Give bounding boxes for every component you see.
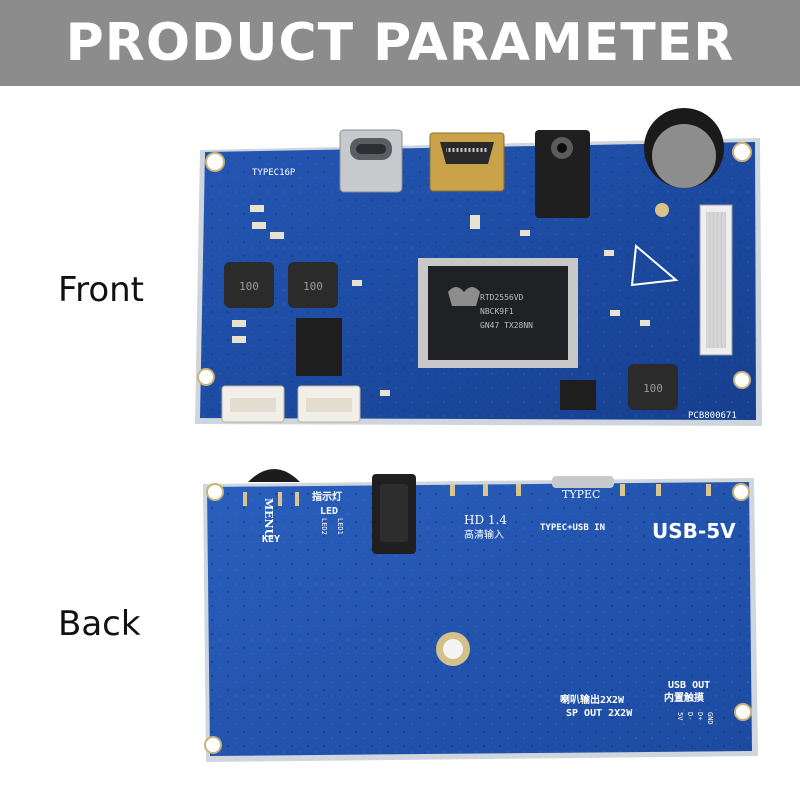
front-silk-typec16p: TYPEC16P [252, 168, 296, 178]
chip-line-1: RTD2556VD [480, 293, 524, 302]
title-banner: PRODUCT PARAMETER [0, 0, 800, 86]
front-small-ic-2 [560, 380, 596, 410]
front-esd-symbol [630, 244, 679, 287]
back-silk-key: KEY [262, 534, 280, 545]
back-audio-jack [372, 474, 416, 554]
back-usbc-port [552, 476, 614, 488]
back-silk-typec: TYPEC [562, 488, 600, 501]
banner-title: PRODUCT PARAMETER [65, 13, 735, 73]
back-silk-indicator-cn: 指示灯 [312, 490, 342, 503]
svg-text:100: 100 [643, 382, 663, 395]
front-main-chip: RTD2556VD NBCK9F1 GN47 TX28NN [418, 258, 578, 368]
back-mounting-holes [204, 483, 752, 754]
front-audio-jack [535, 130, 590, 218]
front-jst-connector-1 [221, 385, 285, 423]
back-battery-edge [248, 469, 300, 482]
front-pcb-id: PCB800671 [688, 411, 737, 421]
back-silk-hd-cn: 高清输入 [464, 528, 504, 541]
front-test-point [655, 203, 669, 217]
back-silk-usb5v: USB-5V [652, 519, 736, 543]
front-smd-components [232, 205, 650, 396]
front-small-ic-1 [296, 318, 342, 376]
front-jst-connector-2 [297, 385, 361, 423]
front-label: Front [58, 270, 144, 310]
chip-line-2: NBCK9F1 [480, 307, 514, 316]
back-silk-dm: D- [686, 712, 694, 720]
svg-text:100: 100 [239, 280, 259, 293]
front-hdmi-connector [429, 132, 505, 192]
svg-text:100: 100 [303, 280, 323, 293]
back-silk-usb-out: USB OUT [668, 680, 710, 691]
back-silk-dp: D+ [696, 712, 704, 720]
back-board: MENU KEY 指示灯 LED LED2 LED1 HD 1.4 高清输入 T… [203, 469, 758, 762]
front-battery-holder [644, 108, 724, 188]
chip-line-3: GN47 TX28NN [480, 321, 533, 330]
back-silk-led: LED [320, 506, 338, 517]
back-silk-speaker-cn: 喇叭输出2X2W [560, 693, 625, 706]
chip-logo-icon [448, 287, 480, 306]
back-silk-touch-cn: 内置触摸 [664, 691, 704, 704]
back-silk-led2: LED2 [320, 518, 328, 535]
back-silk-typec-usb: TYPEC+USB IN [540, 523, 605, 533]
front-inductor-3: 100 [628, 364, 678, 410]
back-label: Back [58, 604, 141, 644]
front-inductor-2: 100 [288, 262, 338, 308]
back-silk-menu: MENU [262, 498, 275, 539]
front-mounting-holes [197, 142, 752, 389]
back-silk-5v: 5V [676, 712, 684, 721]
back-silk-sp-out: SP OUT 2X2W [566, 708, 633, 719]
front-board: RTD2556VD NBCK9F1 GN47 TX28NN 100 100 10… [195, 108, 762, 426]
back-silk-gnd: GND [706, 712, 714, 725]
back-silk-led1: LED1 [336, 518, 344, 535]
back-silk-hd14: HD 1.4 [464, 513, 507, 527]
front-inductor-1: 100 [224, 262, 274, 308]
back-solder-pads [243, 484, 711, 506]
front-fpc-connector [699, 204, 733, 356]
front-usbc-connector [339, 129, 403, 193]
